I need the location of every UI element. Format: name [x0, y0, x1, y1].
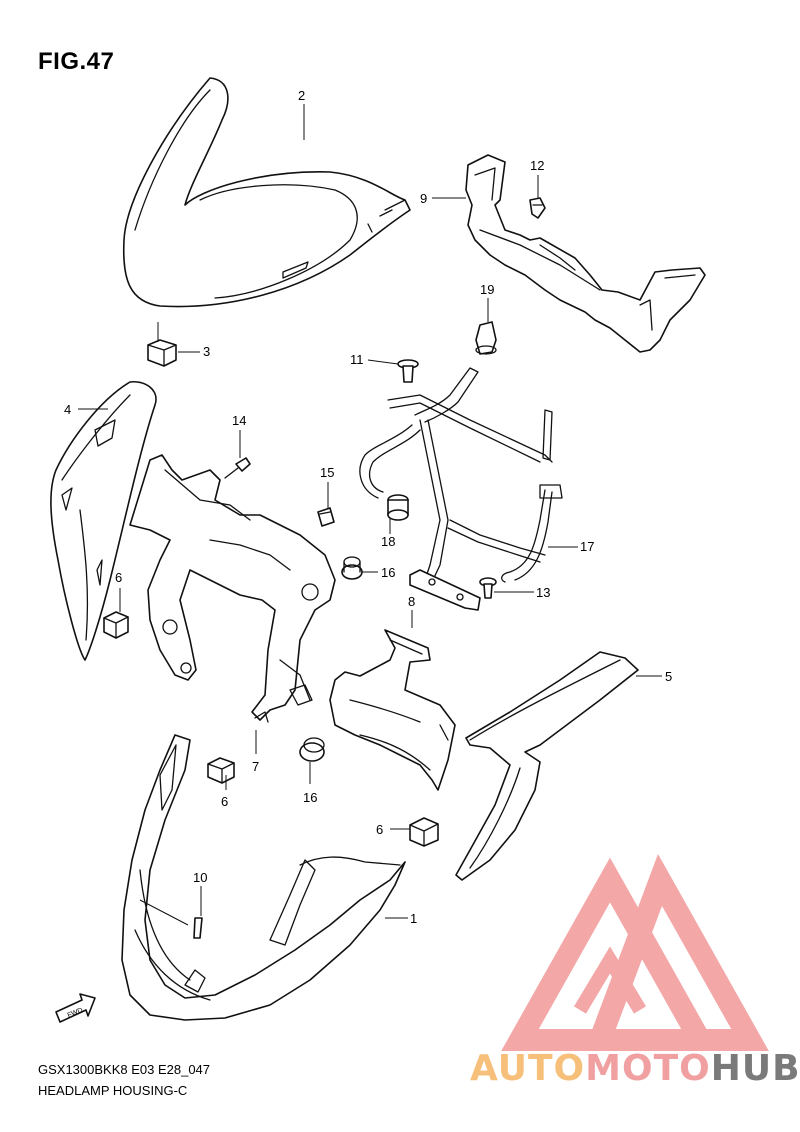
callout-17: 17: [580, 539, 594, 554]
callout-6c: 6: [376, 822, 383, 837]
callout-18: 18: [381, 534, 395, 549]
fwd-arrow-icon: FWD: [55, 993, 96, 1023]
callout-6b: 6: [221, 794, 228, 809]
part-grommet-16b: [299, 737, 325, 762]
callout-11: 11: [350, 352, 364, 367]
brand-wordmark: AUTOMOTOHUB: [470, 1048, 800, 1089]
part-bolt-11: [397, 359, 419, 383]
part-front-cowl: [121, 734, 406, 1021]
diagram-name: HEADLAMP HOUSING-C: [38, 1083, 188, 1098]
part-grommet-16a: [341, 556, 363, 580]
part-side-cowl-left: [50, 380, 157, 661]
part-spacer-18: [387, 494, 409, 521]
part-clip-6a: [103, 611, 129, 639]
part-clip-6c: [409, 817, 439, 847]
part-side-cowl-right: [455, 651, 639, 881]
callout-13: 13: [536, 585, 550, 600]
part-inner-duct: [329, 629, 456, 791]
callout-3: 3: [203, 344, 210, 359]
callout-16a: 16: [381, 565, 395, 580]
part-nut-15: [317, 507, 335, 527]
watermark-logo: [501, 854, 769, 1051]
callout-8: 8: [408, 594, 415, 609]
callout-1: 1: [410, 911, 417, 926]
part-damper-19: [475, 321, 497, 355]
part-stay-9: [465, 154, 706, 353]
part-bolt-14: [224, 457, 251, 479]
callout-numbers: 2 3 4 6 6 6 7 8 9 10 11 12 13 14 15 16 1…: [64, 88, 672, 926]
callout-2: 2: [298, 88, 305, 103]
brand-part-auto: AUTO: [470, 1048, 586, 1089]
diagram-code: GSX1300BKK8 E03 E28_047: [38, 1062, 211, 1077]
part-clip-3: [147, 339, 177, 367]
part-clip-12: [529, 197, 546, 219]
callout-15: 15: [320, 465, 334, 480]
part-pin-10: [193, 917, 203, 939]
callout-4: 4: [64, 402, 71, 417]
brand-part-moto: MOTO: [585, 1048, 711, 1089]
callout-7: 7: [252, 759, 259, 774]
callout-12: 12: [530, 158, 544, 173]
part-windscreen: [122, 77, 411, 308]
callout-16b: 16: [303, 790, 317, 805]
figure-title: FIG.47: [38, 48, 115, 75]
callout-14: 14: [232, 413, 246, 428]
callout-19: 19: [480, 282, 494, 297]
callout-10: 10: [193, 870, 207, 885]
part-pipe-frame: [359, 367, 563, 611]
part-clip-6b: [207, 757, 235, 784]
callout-5: 5: [665, 669, 672, 684]
part-bolt-13: [479, 577, 497, 599]
leader-lines: [78, 104, 662, 926]
callout-6a: 6: [115, 570, 122, 585]
callout-9: 9: [420, 191, 427, 206]
brand-part-hub: HUB: [710, 1048, 800, 1089]
part-bracket: [129, 454, 336, 723]
